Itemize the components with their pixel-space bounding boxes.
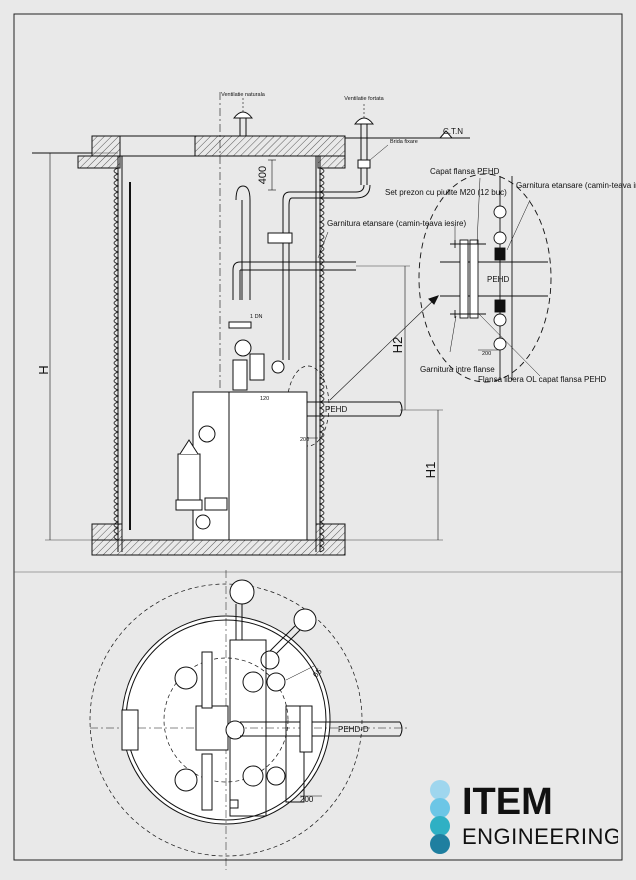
- label-gasket-out: Garnitura etansare (camin-teava iesire): [327, 219, 467, 228]
- label-vent-forced: Ventilatie fortata: [344, 96, 384, 102]
- bottom-slab: [91, 539, 346, 556]
- logo-subtitle: ENGINEERING: [462, 824, 618, 849]
- flange-detail: [418, 173, 552, 383]
- label-gasket-flanges: Garnitura intre flanse: [420, 365, 495, 374]
- dim-400: 400: [257, 166, 269, 184]
- label-gasket-in: Garnitura etansare (camin-teava intrare): [516, 181, 636, 190]
- drawing-labels: Ventilatie naturala Ventilatie fortata B…: [36, 92, 636, 804]
- dim-H1: H1: [423, 462, 438, 479]
- logo-dot-3: [430, 816, 450, 836]
- item-engineering-logo: ITEM ENGINEERING: [428, 778, 621, 856]
- label-vent-natural: Ventilatie naturala: [221, 92, 266, 98]
- logo-dot-4: [430, 834, 450, 854]
- dim-120: 120: [260, 396, 269, 402]
- dim-200-plan: 200: [300, 795, 314, 804]
- dim-H2: H2: [390, 337, 405, 354]
- dim-200-detail: 200: [482, 351, 491, 357]
- plan-view: [89, 570, 410, 870]
- label-bolts: Set prezon cu piulite M20 (12 buc): [385, 188, 507, 197]
- logo-mark: ITEM ENGINEERING: [430, 780, 621, 854]
- label-free-flange: Flansa libera OL capat flansa PEHD: [478, 375, 606, 384]
- sheet-frame: [13, 13, 623, 861]
- dim-H: H: [36, 365, 51, 374]
- label-cap-flange: Capat flansa PEHD: [430, 167, 500, 176]
- label-dn: 1 DN: [250, 314, 263, 320]
- label-pehd-plan: PEHD-D: [338, 725, 369, 734]
- dim-200: 200: [300, 437, 309, 443]
- section-view: [32, 92, 470, 556]
- logo-dot-1: [430, 780, 450, 800]
- label-brida: Brida fixare: [390, 139, 418, 145]
- label-ctn: C.T.N: [443, 127, 463, 136]
- label-pehd-section: PEHD: [325, 405, 347, 414]
- logo-dot-2: [430, 798, 450, 818]
- logo-title: ITEM: [462, 781, 553, 823]
- label-pehd-detail: PEHD: [487, 275, 509, 284]
